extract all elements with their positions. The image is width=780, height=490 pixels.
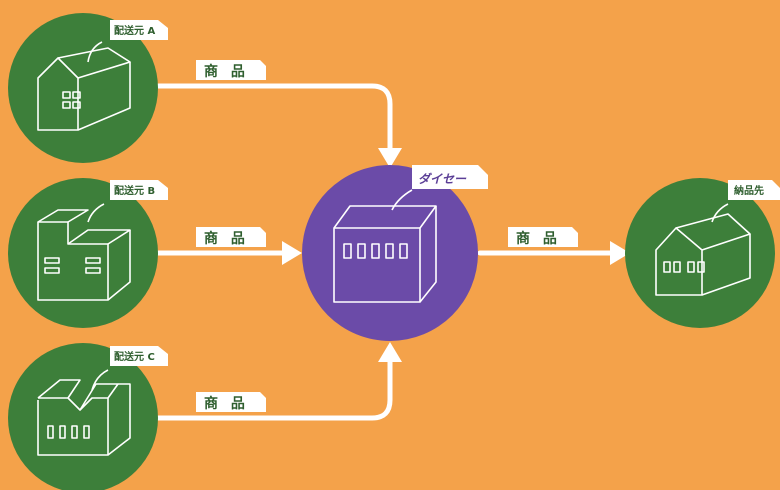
box-icon (333, 189, 437, 303)
connector-source-a (155, 83, 393, 151)
warehouse-icon (37, 203, 131, 301)
product-label-b: 商 品 (196, 227, 266, 247)
product-label-c: 商 品 (196, 392, 266, 412)
source-tag-c (110, 346, 168, 366)
source-label-b: 配送元 B (114, 184, 155, 197)
factory-icon (37, 369, 131, 456)
arrowheads (282, 148, 630, 362)
destination-tag (728, 180, 780, 200)
source-label-c: 配送元 C (114, 350, 155, 363)
source-node-c: 配送元 C (8, 343, 168, 490)
destination-label: 納品先 (734, 184, 764, 197)
source-node-b: 配送元 B (8, 178, 168, 328)
arrowhead-down (378, 148, 402, 168)
product-label-c-text: 商 品 (204, 395, 249, 412)
arrowhead-right-destination (610, 241, 630, 265)
arrowhead-up (378, 342, 402, 362)
source-tag-b (110, 180, 168, 200)
product-label-a: 商 品 (196, 60, 266, 80)
source-tag-a (110, 20, 168, 40)
house-icon (37, 41, 131, 131)
connector-source-c (155, 359, 393, 421)
product-label-b-text: 商 品 (204, 230, 249, 247)
destination-node: 納品先 (625, 178, 780, 328)
product-label-a-text: 商 品 (204, 63, 249, 80)
hub-label: ダイセー (418, 172, 467, 186)
source-label-a: 配送元 A (114, 24, 155, 37)
source-node-a: 配送元 A (8, 13, 168, 163)
hub-node: ダイセー (302, 165, 488, 341)
product-label-d: 商 品 (508, 227, 578, 247)
connectors (155, 83, 615, 421)
building-icon (655, 203, 751, 296)
product-label-d-text: 商 品 (516, 230, 561, 247)
arrowhead-right-hub (282, 241, 302, 265)
hub-tag (412, 165, 488, 189)
